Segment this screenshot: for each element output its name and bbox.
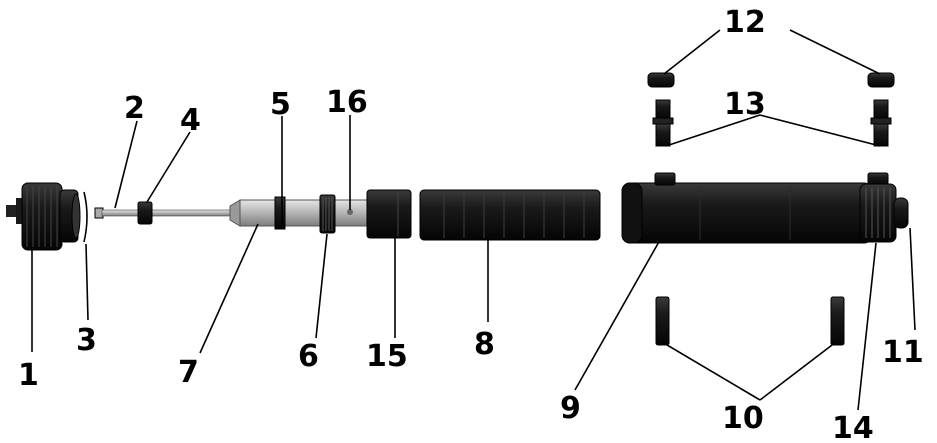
- label-7: 7: [178, 355, 199, 390]
- label-15: 15: [366, 339, 408, 374]
- label-10: 10: [722, 401, 764, 436]
- part-12-cap-right: [867, 72, 895, 88]
- label-4: 4: [180, 103, 201, 138]
- part-7-sleeve: [229, 196, 371, 230]
- label-12: 12: [724, 5, 766, 40]
- part-2-shaft: [94, 207, 243, 219]
- leader-lines: [31, 29, 916, 411]
- part-9-body: [621, 172, 889, 244]
- part-labels: 1 2 3 4 5 6 7 8 9 10 11 12 13 14 15 16: [18, 5, 924, 443]
- part-11-end-plug: [893, 197, 909, 229]
- label-6: 6: [298, 339, 319, 374]
- part-13-stud-left: [652, 99, 674, 147]
- part-10-pin-left: [655, 296, 670, 346]
- label-14: 14: [832, 411, 874, 443]
- part-16-detent: [347, 209, 353, 215]
- label-1: 1: [18, 358, 39, 393]
- label-11: 11: [882, 335, 924, 370]
- part-4-nut: [137, 201, 153, 225]
- part-12-cap-left: [647, 72, 675, 88]
- label-9: 9: [560, 391, 581, 426]
- part-15-coupler: [366, 189, 412, 239]
- part-8-grip: [419, 189, 601, 241]
- part-1-end-cap: [6, 182, 81, 251]
- part-10-pin-right: [830, 296, 845, 346]
- label-2: 2: [124, 91, 145, 126]
- part-14-collar: [859, 183, 897, 243]
- label-8: 8: [474, 327, 495, 362]
- part-13-stud-right: [870, 99, 892, 147]
- part-6-knurled-ring: [319, 194, 336, 234]
- label-16: 16: [326, 85, 368, 120]
- part-3-gasket: [83, 191, 88, 243]
- label-13: 13: [724, 87, 766, 122]
- label-5: 5: [270, 87, 291, 122]
- label-3: 3: [76, 323, 97, 358]
